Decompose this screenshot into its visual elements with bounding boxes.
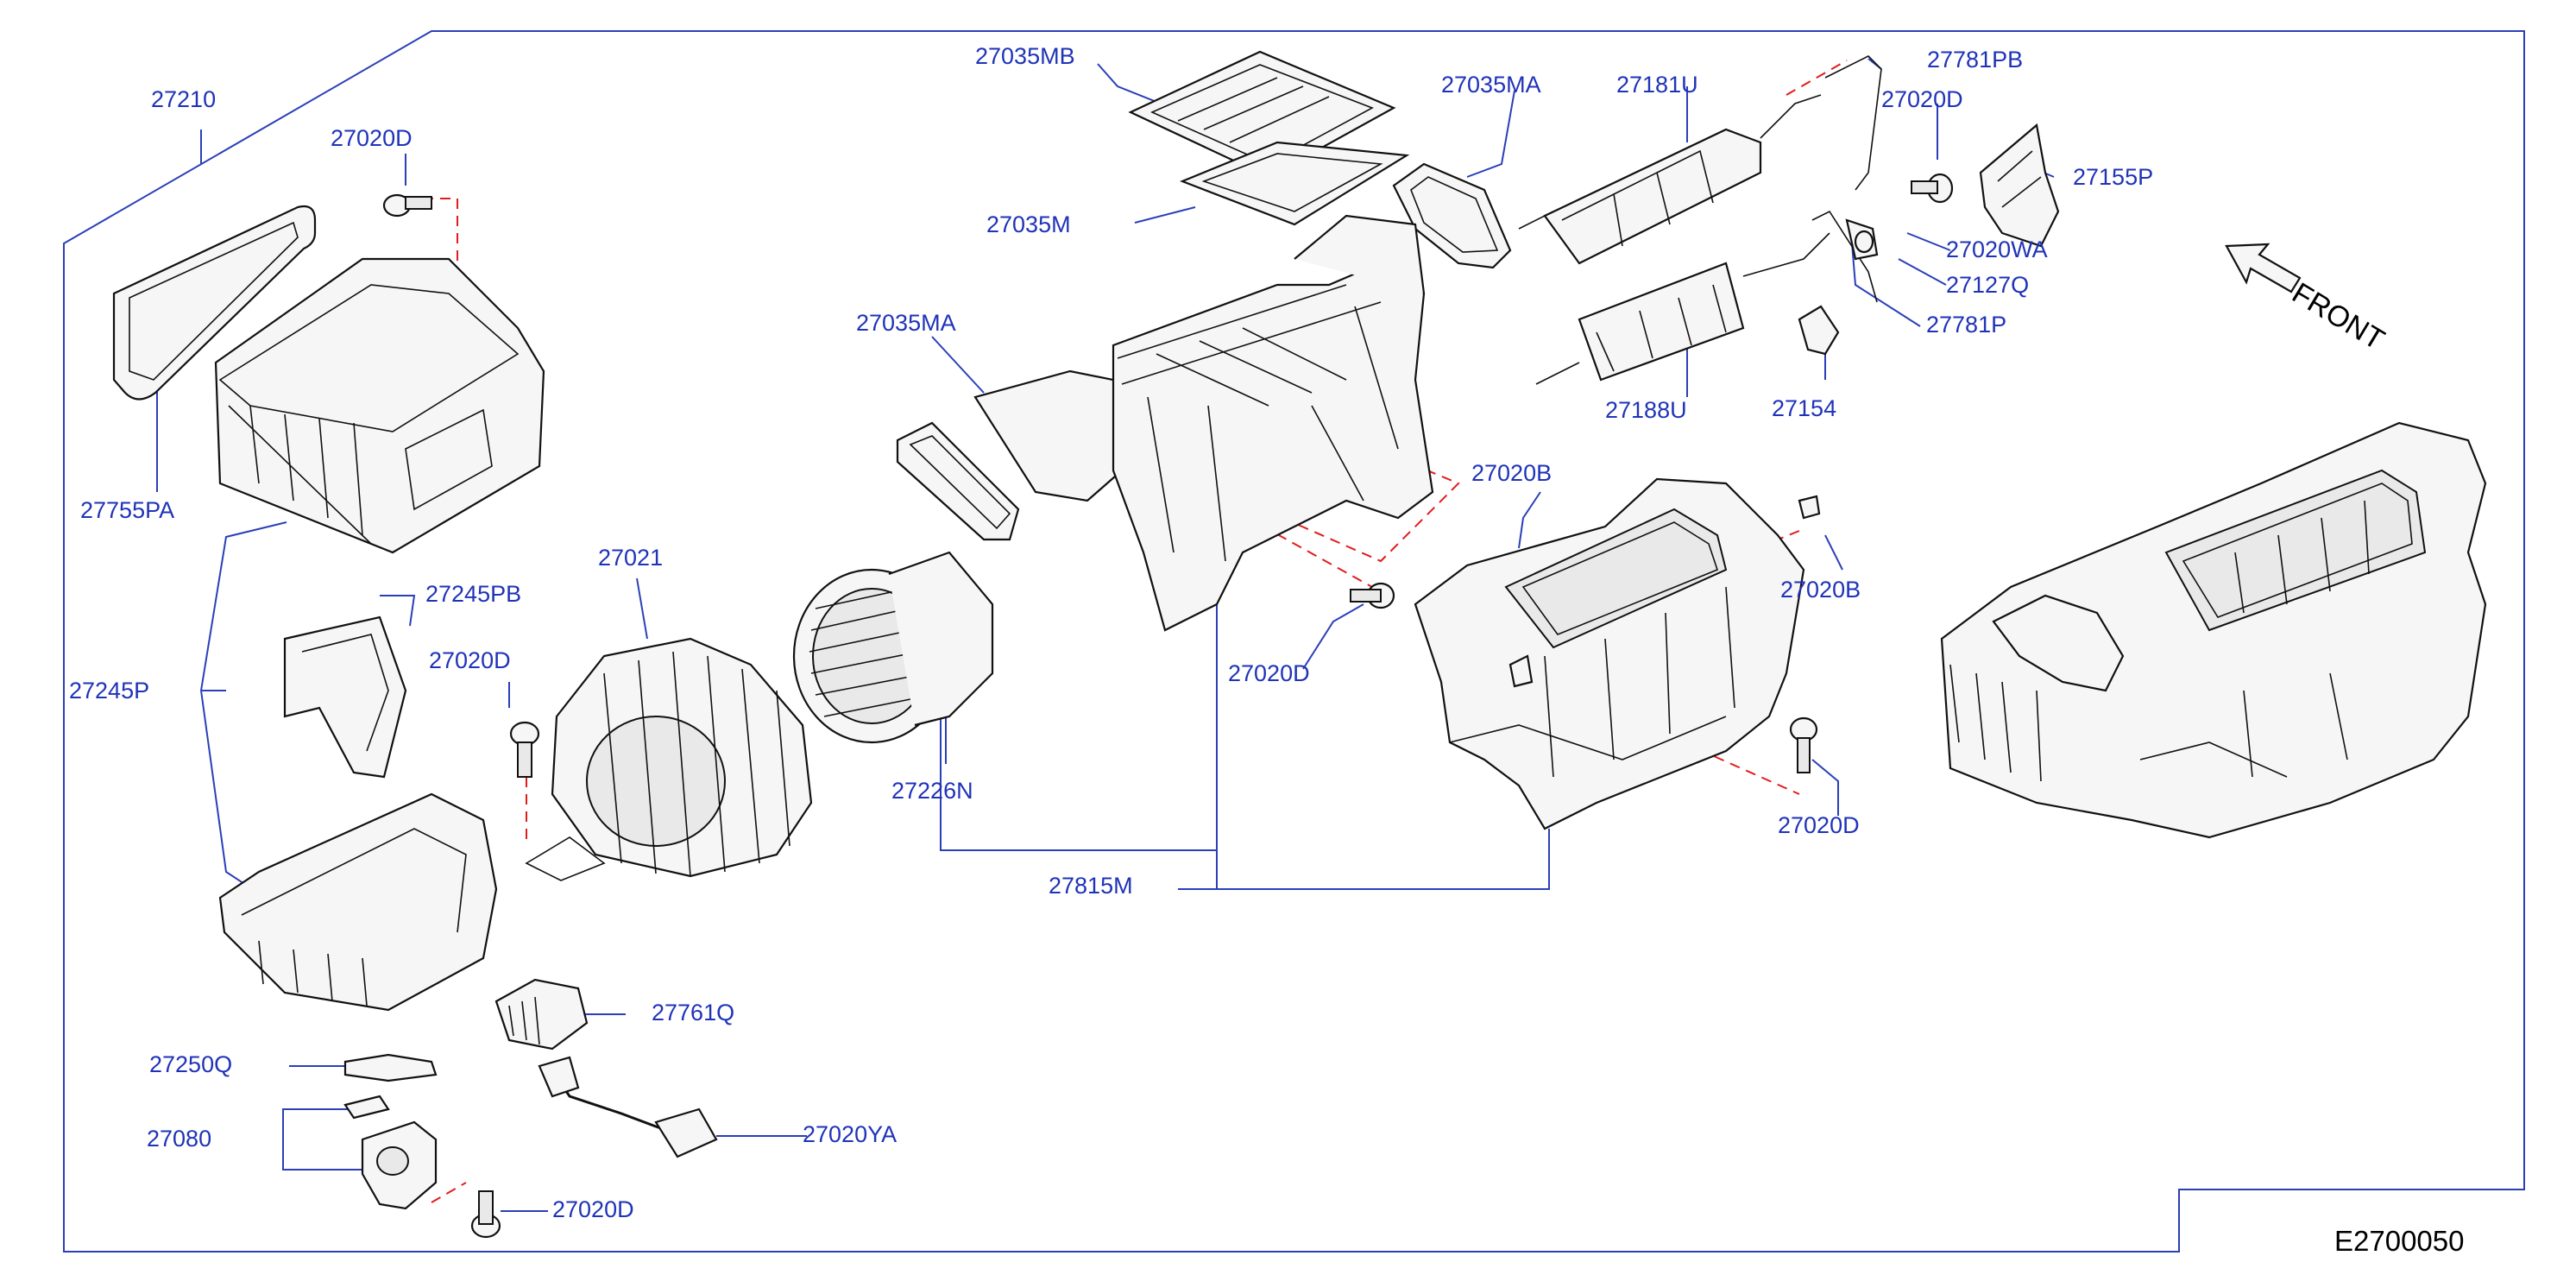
label-27188U[interactable]: 27188U [1605, 397, 1687, 423]
screw-27020D-part-6 [470, 1190, 501, 1239]
label-27155P[interactable]: 27155P [2073, 164, 2154, 190]
label-27761Q[interactable]: 27761Q [652, 1000, 735, 1025]
seal-27035MA-part-1 [1392, 162, 1512, 269]
label-27020D-center[interactable]: 27020D [1228, 660, 1310, 686]
label-27021[interactable]: 27021 [598, 545, 664, 571]
label-27020D-top-right[interactable]: 27020D [1881, 86, 1963, 112]
upper-duct-part [973, 214, 1434, 632]
label-27245P[interactable]: 27245P [69, 678, 150, 704]
actuator-27080-part [343, 1095, 438, 1210]
label-27035MB[interactable]: 27035MB [975, 43, 1075, 69]
screw-27020D-part-1 [382, 193, 432, 218]
screw-27020D-part-5 [1789, 716, 1818, 773]
harness-27020YA-part [538, 1056, 718, 1158]
label-27127Q[interactable]: 27127Q [1946, 272, 2030, 298]
door-27181U-part [1518, 94, 1822, 265]
screw-27020D-part-3 [1911, 173, 1954, 204]
label-27181U[interactable]: 27181U [1616, 72, 1698, 98]
label-27815M[interactable]: 27815M [1049, 873, 1133, 899]
label-27020D-right[interactable]: 27020D [1778, 812, 1860, 838]
door-27188U-part [1535, 232, 1830, 385]
assembled-unit-view [1940, 421, 2487, 839]
link-27250Q-part [343, 1053, 438, 1082]
label-27250Q[interactable]: 27250Q [149, 1051, 233, 1077]
seal-27755PA-part [112, 205, 317, 401]
label-27020D-top-left[interactable]: 27020D [331, 125, 413, 151]
label-27035M[interactable]: 27035M [986, 211, 1071, 237]
label-27020D-bottom[interactable]: 27020D [552, 1196, 634, 1222]
intake-case-27210-part [214, 257, 545, 554]
label-27035MA-top[interactable]: 27035MA [1441, 72, 1541, 98]
lever-27154-part [1798, 305, 1840, 356]
blower-housing-27021-part [525, 637, 813, 881]
label-27781PB[interactable]: 27781PB [1927, 47, 2024, 73]
label-27035MA-left[interactable]: 27035MA [856, 310, 956, 336]
filter-27035M-part [1180, 141, 1410, 226]
seal-27035MA-part-2 [896, 421, 1020, 541]
duct-27245PB-part [283, 615, 407, 779]
screw-27020D-part-4 [1350, 582, 1395, 609]
diagram-code: E2700050 [2334, 1225, 2465, 1257]
gear-27155P-part [1979, 123, 2060, 248]
lower-case-27245P-part [218, 792, 498, 1012]
diagram-frame [63, 30, 2525, 1253]
label-27020B-right[interactable]: 27020B [1780, 577, 1861, 603]
label-27020B-upper[interactable]: 27020B [1471, 460, 1553, 486]
label-27210[interactable]: 27210 [151, 86, 217, 112]
label-27020D-mid-left[interactable]: 27020D [429, 647, 511, 673]
clip-27020B-part-1 [1508, 654, 1534, 688]
label-27226N[interactable]: 27226N [891, 778, 973, 804]
blower-fan-27226N-part [792, 551, 994, 744]
screw-27020D-part-2 [509, 721, 540, 778]
front-arrow-icon [2225, 243, 2302, 293]
label-27020YA[interactable]: 27020YA [803, 1121, 898, 1147]
clip-27020B-part-2 [1798, 495, 1821, 520]
label-27781P[interactable]: 27781P [1926, 312, 2007, 338]
resistor-27761Q-part [494, 978, 589, 1051]
link-rod-27781P-part [1811, 210, 1878, 303]
label-27080[interactable]: 27080 [147, 1126, 212, 1152]
label-27245PB[interactable]: 27245PB [425, 581, 522, 607]
label-27755PA[interactable]: 27755PA [80, 497, 175, 523]
label-27020WA[interactable]: 27020WA [1946, 237, 2048, 262]
leader-lines [156, 58, 2055, 1212]
link-rod-27781PB-part [1824, 55, 1882, 191]
heater-case-27815M-part [1414, 477, 1805, 830]
filter-27035MB-part [1128, 50, 1396, 179]
label-27154[interactable]: 27154 [1772, 395, 1837, 421]
washer-27020WA-part [1854, 230, 1874, 254]
